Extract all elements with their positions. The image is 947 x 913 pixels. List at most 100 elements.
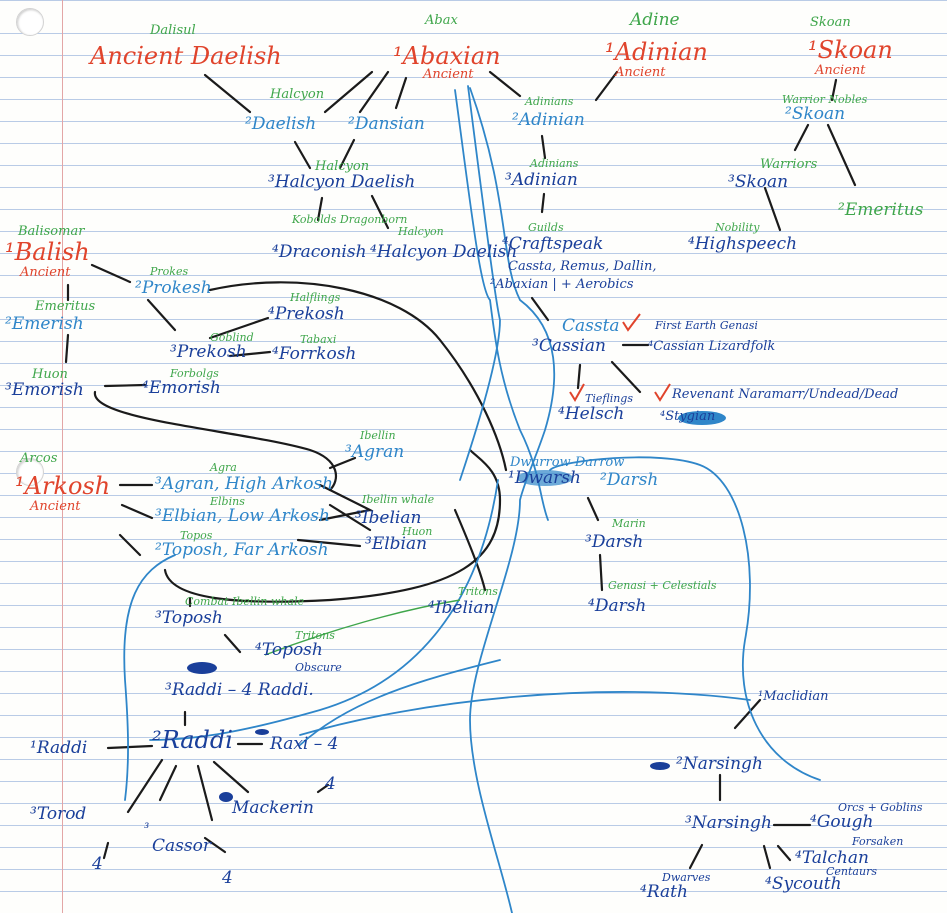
label-narsingh-3: ³Narsingh	[685, 813, 772, 833]
label-helsch-4: ⁴Helsch	[558, 404, 625, 424]
label-adinian-2: ²Adinian	[512, 110, 585, 130]
edge	[776, 844, 792, 862]
label-warriors: Warriors	[760, 157, 818, 172]
checkmark	[569, 383, 585, 402]
edge	[530, 296, 550, 322]
label-balisomar: Balisomar	[18, 224, 85, 239]
edge	[459, 85, 501, 481]
label-abax: Abax	[425, 13, 458, 28]
label-cassta-remus: Cassta, Remus, Dallin,	[508, 259, 657, 274]
label-cassor-4: 4	[222, 868, 233, 888]
blue-lines	[123, 85, 821, 913]
label-mackerin-4: 4	[325, 774, 336, 794]
label-torod-3: ³Torod	[30, 804, 87, 824]
edge	[146, 298, 177, 332]
label-adinian-3: ³Adinian	[505, 170, 578, 190]
label-emeritus-green: Emeritus	[35, 299, 96, 314]
edge	[316, 196, 324, 222]
label-cassta: Cassta	[562, 316, 620, 336]
label-emeritus-2: ²Emeritus	[838, 200, 924, 220]
label-warrior-nobles: Warrior Nobles	[782, 93, 868, 106]
scribble	[255, 729, 269, 735]
label-emerish-2: ²Emerish	[5, 314, 84, 334]
label-highspeech-4: ⁴Highspeech	[688, 234, 798, 254]
label-dalisul: Dalisul	[150, 23, 196, 38]
edge	[223, 633, 242, 654]
label-cassor-3: ³	[144, 821, 150, 836]
label-abaxian-aerobics: ²Abaxian | + Aerobics	[490, 277, 634, 292]
edge	[103, 383, 147, 388]
scribble	[219, 792, 233, 802]
label-prekosh-4: ⁴Prekosh	[268, 304, 345, 324]
edge	[93, 390, 338, 492]
label-centaurs: Centaurs	[826, 865, 877, 878]
scribble	[678, 411, 726, 425]
label-maclidian: ¹Maclidian	[758, 689, 829, 704]
label-daelish-2: ²Daelish	[245, 114, 317, 134]
edge	[576, 363, 582, 390]
edge	[90, 263, 132, 284]
label-elbins-green: Elbins	[210, 495, 245, 508]
label-ibellin: Ibellin	[360, 429, 396, 442]
label-talchan: ⁴Talchan	[795, 848, 869, 868]
label-skoan-2: ²Skoan	[785, 104, 846, 124]
label-arcos: Arcos	[20, 451, 58, 466]
label-cassian-3: ³Cassian	[532, 336, 606, 356]
label-toposh-far: ²Toposh, Far Arkosh	[155, 540, 329, 560]
label-raddi-2: ²Raddi	[152, 726, 233, 754]
edge	[118, 533, 142, 557]
scribble	[517, 470, 573, 486]
label-agra-green: Agra	[210, 461, 237, 474]
edge	[318, 483, 374, 522]
label-prekosh-3: ³Prekosh	[170, 342, 247, 362]
label-arkosh-ancient: Ancient	[30, 499, 81, 514]
edge	[586, 496, 600, 522]
label-adine: Adine	[630, 10, 680, 30]
label-darsh-3: ³Darsh	[585, 532, 644, 552]
label-guilds: Guilds	[528, 221, 564, 234]
label-revenant: Revenant Naramarr/Undead/Dead	[672, 387, 899, 402]
label-first-earth-genasi: First Earth Genasi	[655, 319, 758, 332]
label-draconish-4: ⁴Draconish	[272, 242, 367, 262]
label-adinian-ancient: Ancient	[615, 65, 666, 80]
label-marin: Marin	[612, 517, 646, 530]
label-skoan-ancient: Ancient	[815, 63, 866, 78]
checkmark	[654, 383, 671, 402]
label-obscure: Obscure	[295, 661, 342, 674]
label-toposh-3: ³Toposh	[155, 608, 223, 628]
edge	[394, 76, 408, 110]
edge	[299, 691, 751, 736]
label-prokesh-2: ²Prokesh	[135, 278, 212, 298]
edge	[126, 758, 164, 814]
label-skoan-1: ¹Skoan	[808, 36, 893, 64]
label-elbian-low: ³Elbian, Low Arkosh	[155, 506, 330, 526]
edge	[158, 764, 178, 802]
red-checkmarks	[569, 313, 671, 402]
edge	[328, 456, 357, 470]
edge	[208, 281, 508, 472]
label-torod-4: 4	[92, 854, 103, 874]
edge	[296, 538, 362, 548]
label-skoan: Skoan	[810, 15, 851, 30]
label-craftspeak-4: ⁴Craftspeak	[502, 234, 604, 254]
edge	[328, 503, 372, 532]
edge	[598, 553, 604, 592]
label-sycouth-4: ⁴Sycouth	[765, 874, 842, 894]
label-mackerin: Mackerin	[232, 798, 314, 818]
label-topos: Topos	[180, 529, 213, 542]
edge	[106, 744, 154, 750]
label-toposh-4: ⁴Toposh	[255, 640, 323, 660]
edge	[358, 70, 390, 114]
label-gough: ⁴Gough	[810, 812, 874, 832]
edge	[762, 844, 772, 870]
edge	[123, 554, 176, 801]
binder-hole	[16, 458, 44, 486]
label-cassian-lizardfolk: ⁴Cassian Lizardfolk	[648, 339, 776, 354]
label-ancient-daelish: Ancient Daelish	[90, 42, 282, 70]
edge	[293, 140, 312, 170]
label-cassor: Cassor	[152, 836, 211, 856]
edge	[64, 333, 70, 364]
label-halcyon-3: Halcyon	[398, 225, 444, 238]
label-forbolgs: Forbolgs	[170, 367, 219, 380]
